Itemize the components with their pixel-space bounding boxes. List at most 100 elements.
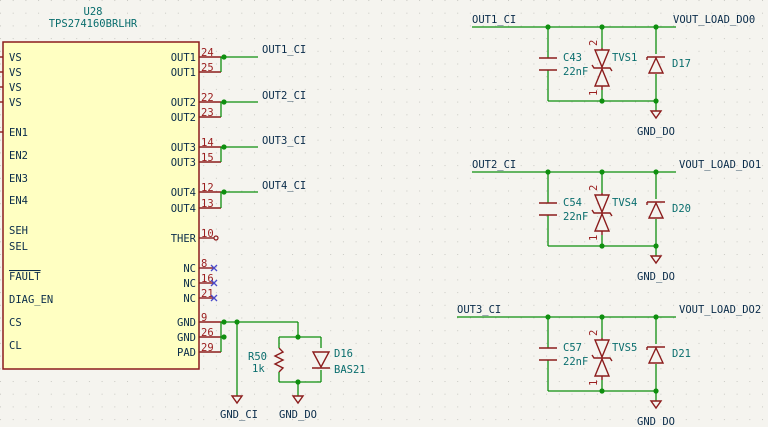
- junction-dot: [545, 24, 551, 30]
- ic-value: TPS274160BRLHR: [49, 18, 138, 30]
- channel-wires: [472, 171, 676, 256]
- channel-gnd-label: GND_DO: [637, 126, 675, 138]
- tvs-pin-top: 2: [588, 40, 600, 46]
- ic-left-pin-label: SEH: [9, 225, 28, 237]
- ic-right-pin-label: NC: [183, 263, 196, 275]
- net-label-out1: OUT1_CI: [262, 44, 306, 56]
- net-label-out2: OUT2_CI: [262, 90, 306, 102]
- junction-dot: [599, 243, 605, 249]
- ic-body: [2, 41, 200, 370]
- out-net-wires: [220, 56, 258, 208]
- gnd-ci-symbol: [230, 395, 244, 405]
- junction-dot: [599, 314, 605, 320]
- ic-right-pin-label: OUT2: [171, 97, 196, 109]
- out-net-junctions: [221, 54, 227, 195]
- junction-dot: [653, 243, 659, 249]
- no-connect-markers: [210, 264, 218, 302]
- d16-value: BAS21: [334, 364, 366, 376]
- ic-left-pin-label: EN3: [9, 173, 28, 185]
- ic-right-pin-label: OUT3: [171, 142, 196, 154]
- ic-left-pin-label: EN1: [9, 127, 28, 139]
- junction-dot: [599, 24, 605, 30]
- ic-right-pin-label: OUT2: [171, 112, 196, 124]
- capacitor-c57[interactable]: C57 22nF: [539, 342, 588, 368]
- capacitor-value: 22nF: [563, 211, 588, 223]
- ic-left-pin-label: SEL: [9, 241, 28, 253]
- diode-d21[interactable]: D21: [646, 346, 691, 364]
- resistor-r50[interactable]: R50 1k: [248, 347, 285, 375]
- capacitor-ref: C43: [563, 52, 582, 64]
- diode-ref: D21: [672, 348, 691, 360]
- ic-right-pin-label: OUT1: [171, 67, 196, 79]
- ic-right-pin-label: OUT1: [171, 52, 196, 64]
- ic-right-pin-number: 13: [201, 198, 214, 210]
- junction-dot: [599, 169, 605, 175]
- ic-right-pin-number: 26: [201, 327, 214, 339]
- ic-left-pin-label: EN2: [9, 150, 28, 162]
- junction-dot: [653, 314, 659, 320]
- ther-pin-end: [213, 235, 219, 241]
- gnd-do-label: GND_DO: [279, 409, 317, 421]
- ic-right-pin-label: GND: [177, 332, 196, 344]
- capacitor-c43[interactable]: C43 22nF: [539, 52, 588, 78]
- diode-d20[interactable]: D20: [646, 201, 691, 219]
- ic-right-pin-number: 10: [201, 228, 214, 240]
- ic-right-pin-number: 24: [201, 47, 214, 59]
- diode-d16[interactable]: D16 BAS21: [311, 348, 366, 376]
- d16-ref: D16: [334, 348, 353, 360]
- ic-left-pin-label: VS: [9, 52, 22, 64]
- net-label-out4: OUT4_CI: [262, 180, 306, 192]
- ic-left-pin-label: VS: [9, 97, 22, 109]
- r50-value: 1k: [252, 363, 265, 375]
- ic-pin-lines: [199, 56, 221, 353]
- tvs-pin-bottom: 1: [588, 90, 600, 96]
- ic-right-pin-number: 15: [201, 152, 214, 164]
- ic-right-pin-number: 16: [201, 273, 214, 285]
- channel-gnd-label: GND_DO: [637, 271, 675, 283]
- ic-right-pin-label: NC: [183, 278, 196, 290]
- ic-right-pin-number: 25: [201, 62, 214, 74]
- capacitor-ref: C57: [563, 342, 582, 354]
- ic-right-pin-label: THER: [171, 233, 197, 245]
- gnd-symbol: [649, 110, 663, 120]
- tvs-pin-top: 2: [588, 185, 600, 191]
- channel-input-label: OUT3_CI: [457, 304, 501, 316]
- channel-input-label: OUT2_CI: [472, 159, 516, 171]
- tvs-ref: TVS5: [612, 342, 637, 354]
- junction-dot: [653, 98, 659, 104]
- net-label-out3: OUT3_CI: [262, 135, 306, 147]
- ic-left-pin-label: EN4: [9, 195, 28, 207]
- capacitor-value: 22nF: [563, 356, 588, 368]
- ic-right-pin-label: PAD: [177, 347, 196, 359]
- ic-right-pin-label: OUT3: [171, 157, 196, 169]
- ic-right-pin-label: NC: [183, 293, 196, 305]
- ic-right-pin-number: 8: [201, 258, 207, 270]
- ic-u28[interactable]: U28 TPS274160BRLHR VSVSVSVSEN1EN2EN3EN4S…: [0, 6, 214, 370]
- diode-ref: D17: [672, 58, 691, 70]
- ic-right-pin-label: OUT4: [171, 187, 196, 199]
- ic-right-pin-number: 29: [201, 342, 214, 354]
- ic-left-pin-label: DIAG_EN: [9, 294, 53, 306]
- ic-left-pin-label: VS: [9, 67, 22, 79]
- channel-gnd-label: GND_DO: [637, 416, 675, 427]
- ic-right-pin-number: 12: [201, 182, 214, 194]
- junction-dot: [653, 24, 659, 30]
- left-pin-stubs: [0, 56, 3, 133]
- tvs-tvs4[interactable]: 2 1 TVS4: [588, 185, 637, 241]
- ic-right-pin-number: 21: [201, 288, 214, 300]
- ic-left-pin-label: VS: [9, 82, 22, 94]
- ic-left-pin-label: CL: [9, 340, 22, 352]
- capacitor-value: 22nF: [563, 66, 588, 78]
- tvs-ref: TVS4: [612, 197, 637, 209]
- diode-d17[interactable]: D17: [646, 56, 691, 74]
- junction-dot: [653, 169, 659, 175]
- junction-dot: [545, 314, 551, 320]
- gnd-symbol: [649, 400, 663, 410]
- tvs-pin-bottom: 1: [588, 235, 600, 241]
